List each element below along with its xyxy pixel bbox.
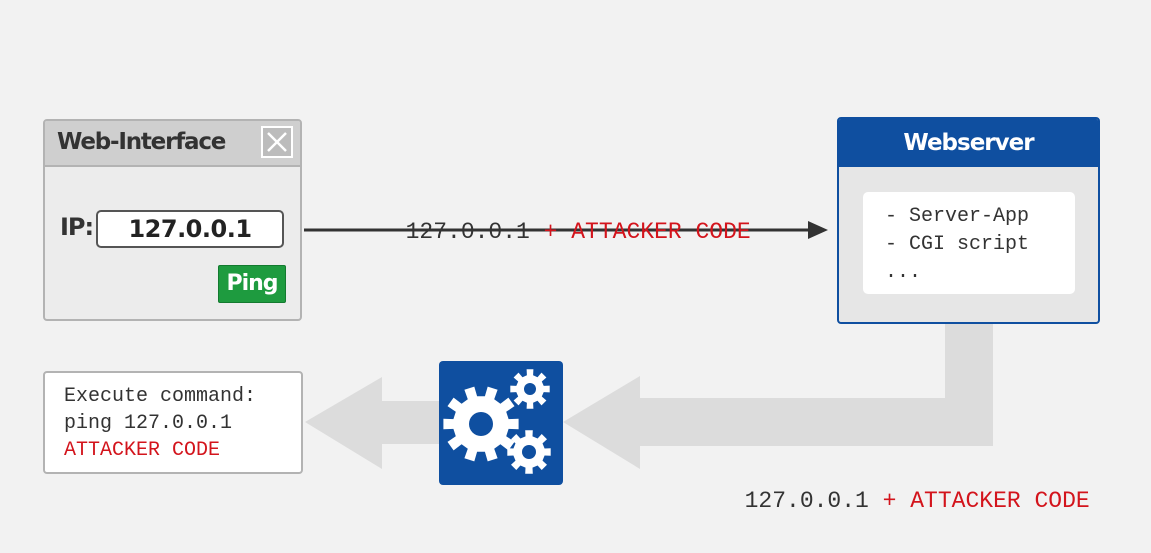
gears-icon	[439, 361, 563, 485]
list-item: - CGI script	[885, 233, 1030, 256]
result-line-3: ATTACKER CODE	[64, 439, 221, 462]
gear-large	[443, 386, 519, 462]
web-interface-titlebar: Web-Interface	[45, 121, 300, 167]
webserver-window: Webserver - Server-App - CGI script ...	[837, 117, 1100, 324]
result-line-2: ping 127.0.0.1	[64, 412, 233, 435]
list-item: ...	[885, 261, 922, 284]
ip-input[interactable]: 127.0.0.1	[96, 210, 284, 248]
close-icon[interactable]	[261, 126, 293, 158]
response-label-ip: 127.0.0.1	[744, 488, 869, 514]
result-line-1: Execute command:	[64, 385, 257, 408]
list-item: - Server-App	[885, 205, 1030, 228]
webserver-item-list: - Server-App - CGI script ...	[863, 192, 1075, 294]
flow-arrow-gears-to-result	[305, 377, 439, 469]
gear-hole	[469, 412, 493, 436]
request-label-attack: + ATTACKER CODE	[529, 219, 751, 245]
command-result-box: Execute command: ping 127.0.0.1 ATTACKER…	[43, 371, 303, 474]
web-interface-window: Web-Interface IP: 127.0.0.1 Ping	[43, 119, 302, 321]
web-interface-title: Web-Interface	[57, 129, 226, 155]
ping-button[interactable]: Ping	[218, 265, 286, 303]
response-label-attack: + ATTACKER CODE	[868, 488, 1090, 514]
webserver-title: Webserver	[839, 119, 1098, 167]
flow-arrow-server-to-gears	[563, 324, 993, 469]
gear-top-small	[510, 369, 550, 409]
request-label-ip: 127.0.0.1	[405, 219, 530, 245]
ip-label: IP:	[60, 213, 94, 241]
request-label: 127.0.0.1 + ATTACKER CODE	[378, 193, 751, 245]
gear-bottom-small	[507, 430, 551, 474]
gear-hole	[522, 445, 536, 459]
request-arrow-head	[808, 221, 828, 239]
gear-hole	[524, 383, 536, 395]
response-label: 127.0.0.1 + ATTACKER CODE	[717, 462, 1090, 514]
